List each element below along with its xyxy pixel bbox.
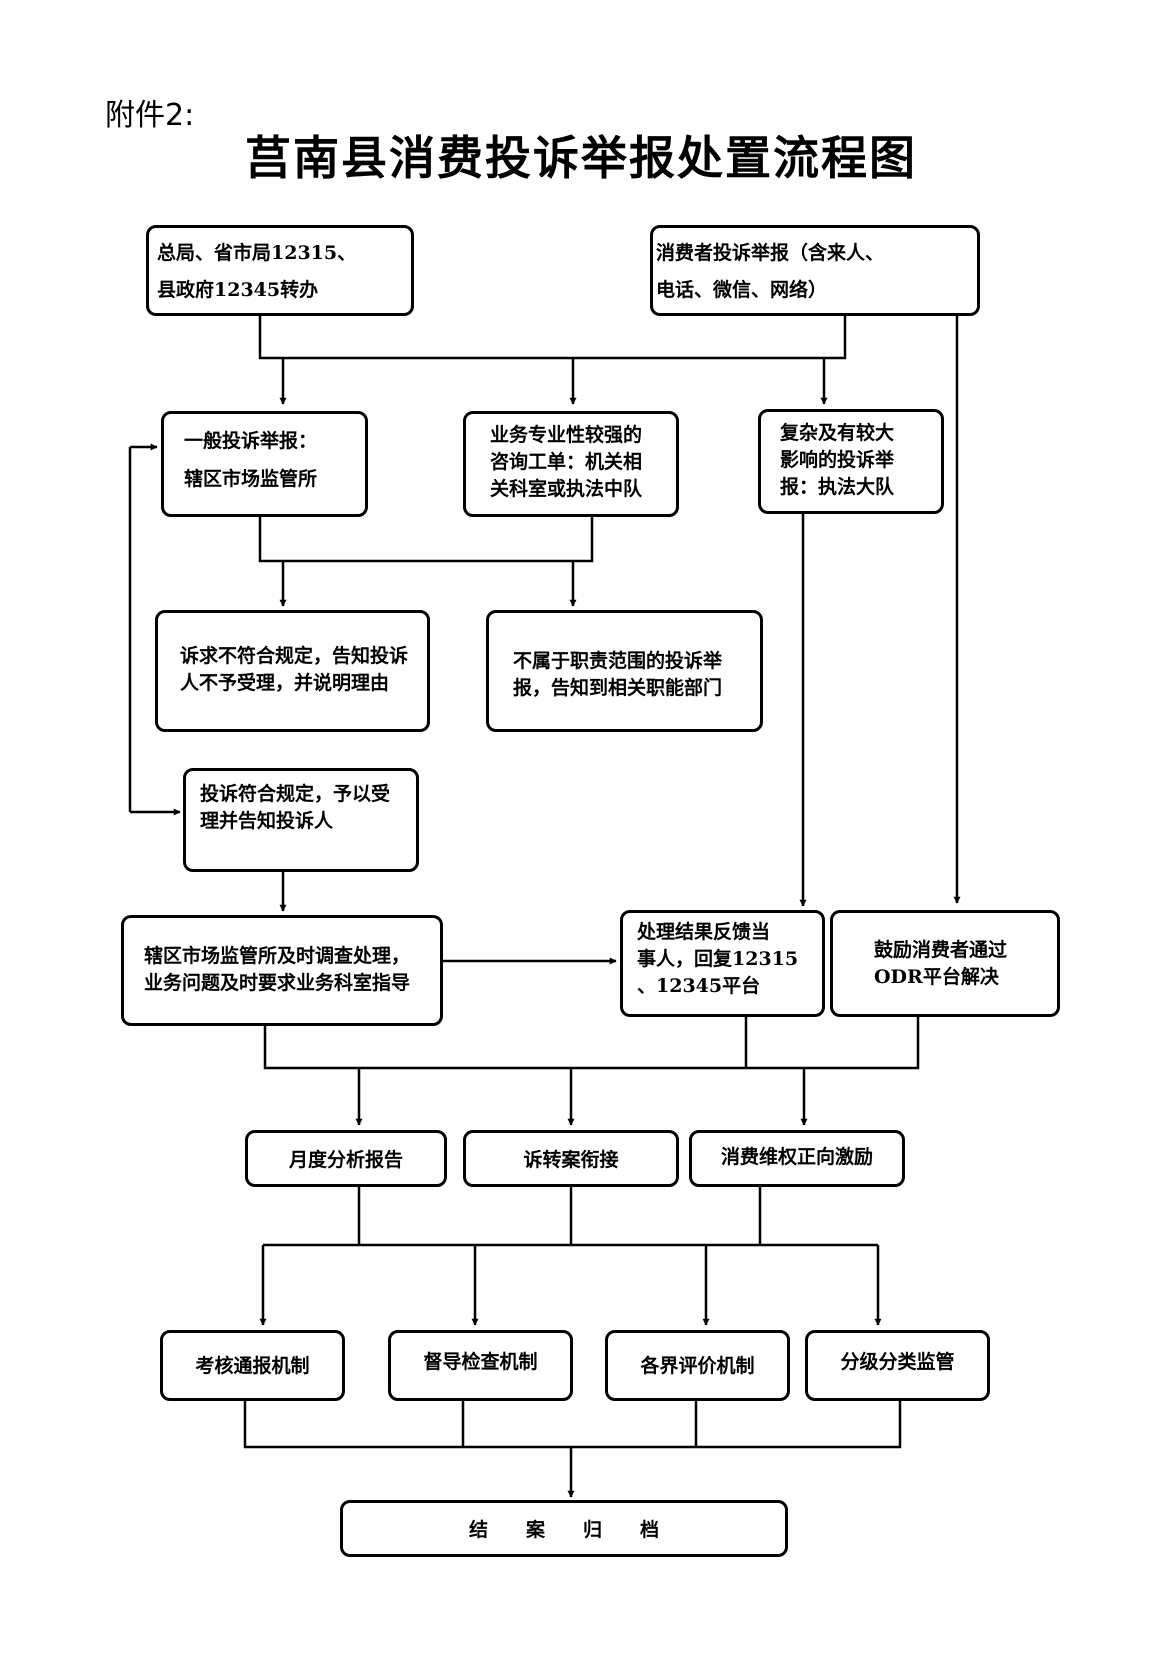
investigate-box: 辖区市场监管所及时调查处理， 业务问题及时要求业务科室指导 bbox=[121, 915, 443, 1026]
accept-compliant-box: 投诉符合规定，予以受 理并告知投诉人 bbox=[183, 768, 419, 872]
professional-inquiry-box: 业务专业性较强的 咨询工单：机关相 关科室或执法中队 bbox=[463, 411, 679, 517]
odr-platform-text: 鼓励消费者通过 ODR平台解决 bbox=[874, 939, 1008, 988]
positive-incentive-box: 消费维权正向激励 bbox=[689, 1130, 905, 1187]
assessment-mechanism-text: 考核通报机制 bbox=[195, 1355, 310, 1377]
complex-complaint-text: 复杂及有较大 影响的投诉举 报：执法大队 bbox=[780, 422, 895, 498]
source-transfer-box: 总局、省市局12315、 县政府12345转办 bbox=[146, 225, 414, 316]
reject-noncompliant-text: 诉求不符合规定，告知投诉 人不予受理，并说明理由 bbox=[180, 645, 409, 694]
monthly-report-box: 月度分析报告 bbox=[245, 1130, 447, 1187]
professional-inquiry-text: 业务专业性较强的 咨询工单：机关相 关科室或执法中队 bbox=[490, 424, 643, 500]
general-complaint-text: 一般投诉举报： 辖区市场监管所 bbox=[184, 430, 318, 490]
complex-complaint-box: 复杂及有较大 影响的投诉举 报：执法大队 bbox=[758, 409, 944, 514]
supervision-mechanism-text: 督导检查机制 bbox=[423, 1351, 538, 1373]
odr-platform-box: 鼓励消费者通过 ODR平台解决 bbox=[830, 910, 1060, 1017]
evaluation-mechanism-text: 各界评价机制 bbox=[640, 1355, 755, 1377]
not-in-scope-box: 不属于职责范围的投诉举 报，告知到相关职能部门 bbox=[486, 610, 763, 732]
source-consumer-box: 消费者投诉举报（含来人、 电话、微信、网络） bbox=[650, 225, 980, 316]
feedback-result-text: 处理结果反馈当 事人，回复12315 、12345平台 bbox=[637, 921, 799, 997]
investigate-text: 辖区市场监管所及时调查处理， 业务问题及时要求业务科室指导 bbox=[144, 945, 411, 994]
classified-supervision-box: 分级分类监管 bbox=[805, 1330, 990, 1401]
source-transfer-text: 总局、省市局12315、 县政府12345转办 bbox=[157, 242, 357, 301]
case-closed-text: 结 案 归 档 bbox=[468, 1519, 659, 1541]
reject-noncompliant-box: 诉求不符合规定，告知投诉 人不予受理，并说明理由 bbox=[155, 610, 430, 732]
evaluation-mechanism-box: 各界评价机制 bbox=[605, 1330, 790, 1401]
general-complaint-box: 一般投诉举报： 辖区市场监管所 bbox=[161, 411, 368, 517]
supervision-mechanism-box: 督导检查机制 bbox=[388, 1330, 573, 1401]
litigation-link-box: 诉转案衔接 bbox=[463, 1130, 679, 1187]
positive-incentive-text: 消费维权正向激励 bbox=[720, 1146, 873, 1168]
classified-supervision-text: 分级分类监管 bbox=[840, 1351, 955, 1373]
monthly-report-text: 月度分析报告 bbox=[288, 1149, 403, 1171]
source-consumer-text: 消费者投诉举报（含来人、 电话、微信、网络） bbox=[656, 242, 885, 301]
feedback-result-box: 处理结果反馈当 事人，回复12315 、12345平台 bbox=[620, 910, 825, 1017]
accept-compliant-text: 投诉符合规定，予以受 理并告知投诉人 bbox=[200, 783, 391, 832]
not-in-scope-text: 不属于职责范围的投诉举 报，告知到相关职能部门 bbox=[513, 650, 723, 699]
assessment-mechanism-box: 考核通报机制 bbox=[160, 1330, 345, 1401]
case-closed-box: 结 案 归 档 bbox=[340, 1500, 788, 1557]
page-title: 莒南县消费投诉举报处置流程图 bbox=[245, 131, 917, 185]
attachment-label: 附件2: bbox=[105, 98, 195, 133]
litigation-link-text: 诉转案衔接 bbox=[523, 1149, 619, 1171]
